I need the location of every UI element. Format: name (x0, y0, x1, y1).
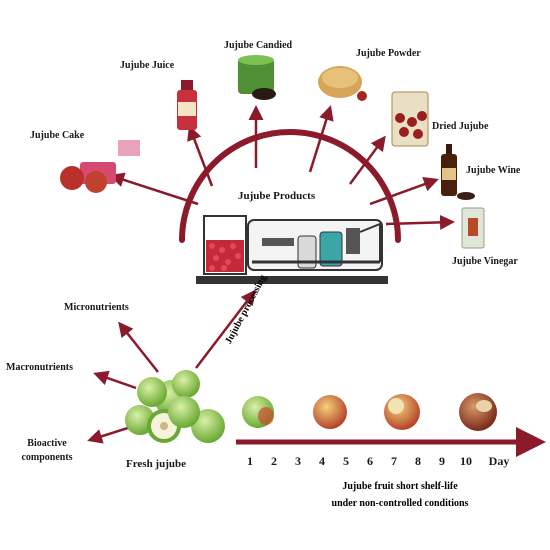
timeline-caption-line1: Jujube fruit short shelf-life (342, 481, 458, 492)
fresh-jujube-cluster (125, 370, 225, 443)
products-arch (179, 129, 401, 243)
product-arrows (109, 105, 455, 230)
product-label-vinegar: Jujube Vinegar (452, 256, 518, 267)
product-label-juice: Jujube Juice (120, 60, 175, 71)
day-tick: 5 (343, 454, 349, 468)
day-tick: 2 (271, 454, 277, 468)
day-tick: 8 (415, 454, 421, 468)
hub-title: Jujube Products (238, 190, 316, 202)
product-label-dried: Dried Jujube (432, 121, 489, 132)
component-arrows (87, 289, 256, 444)
juice-bottle-illustration (177, 80, 197, 130)
component-label-macronutrients: Macronutrients (6, 362, 74, 373)
vinegar-bottle-illustration (461, 207, 485, 249)
cake-illustration (60, 140, 140, 193)
product-label-wine: Jujube Wine (466, 165, 521, 176)
day-tick: 7 (391, 454, 397, 468)
day-tick: 9 (439, 454, 445, 468)
day-unit-label: Day (488, 454, 510, 468)
ripening-jujubes (242, 393, 497, 431)
timeline-caption-line2: under non-controlled conditions (331, 498, 469, 509)
fresh-jujube-label: Fresh jujube (126, 458, 186, 470)
dried-jujube-bag-illustration (391, 91, 429, 147)
product-label-candied: Jujube Candied (224, 40, 293, 51)
day-tick: 1 (247, 454, 253, 468)
component-label-micronutrients: Micronutrients (64, 302, 129, 313)
candied-jar-illustration (238, 55, 276, 100)
day-tick: 6 (367, 454, 373, 468)
processing-machine-illustration (196, 215, 388, 284)
day-tick: 3 (295, 454, 301, 468)
day-tick: 4 (319, 454, 325, 468)
powder-bowl-illustration (318, 66, 367, 101)
day-tick: 10 (460, 454, 472, 468)
product-label-cake: Jujube Cake (30, 130, 85, 141)
product-label-powder: Jujube Powder (356, 48, 421, 59)
wine-bottle-illustration (441, 144, 475, 200)
component-label-bioactive: Bioactive components (21, 438, 73, 463)
